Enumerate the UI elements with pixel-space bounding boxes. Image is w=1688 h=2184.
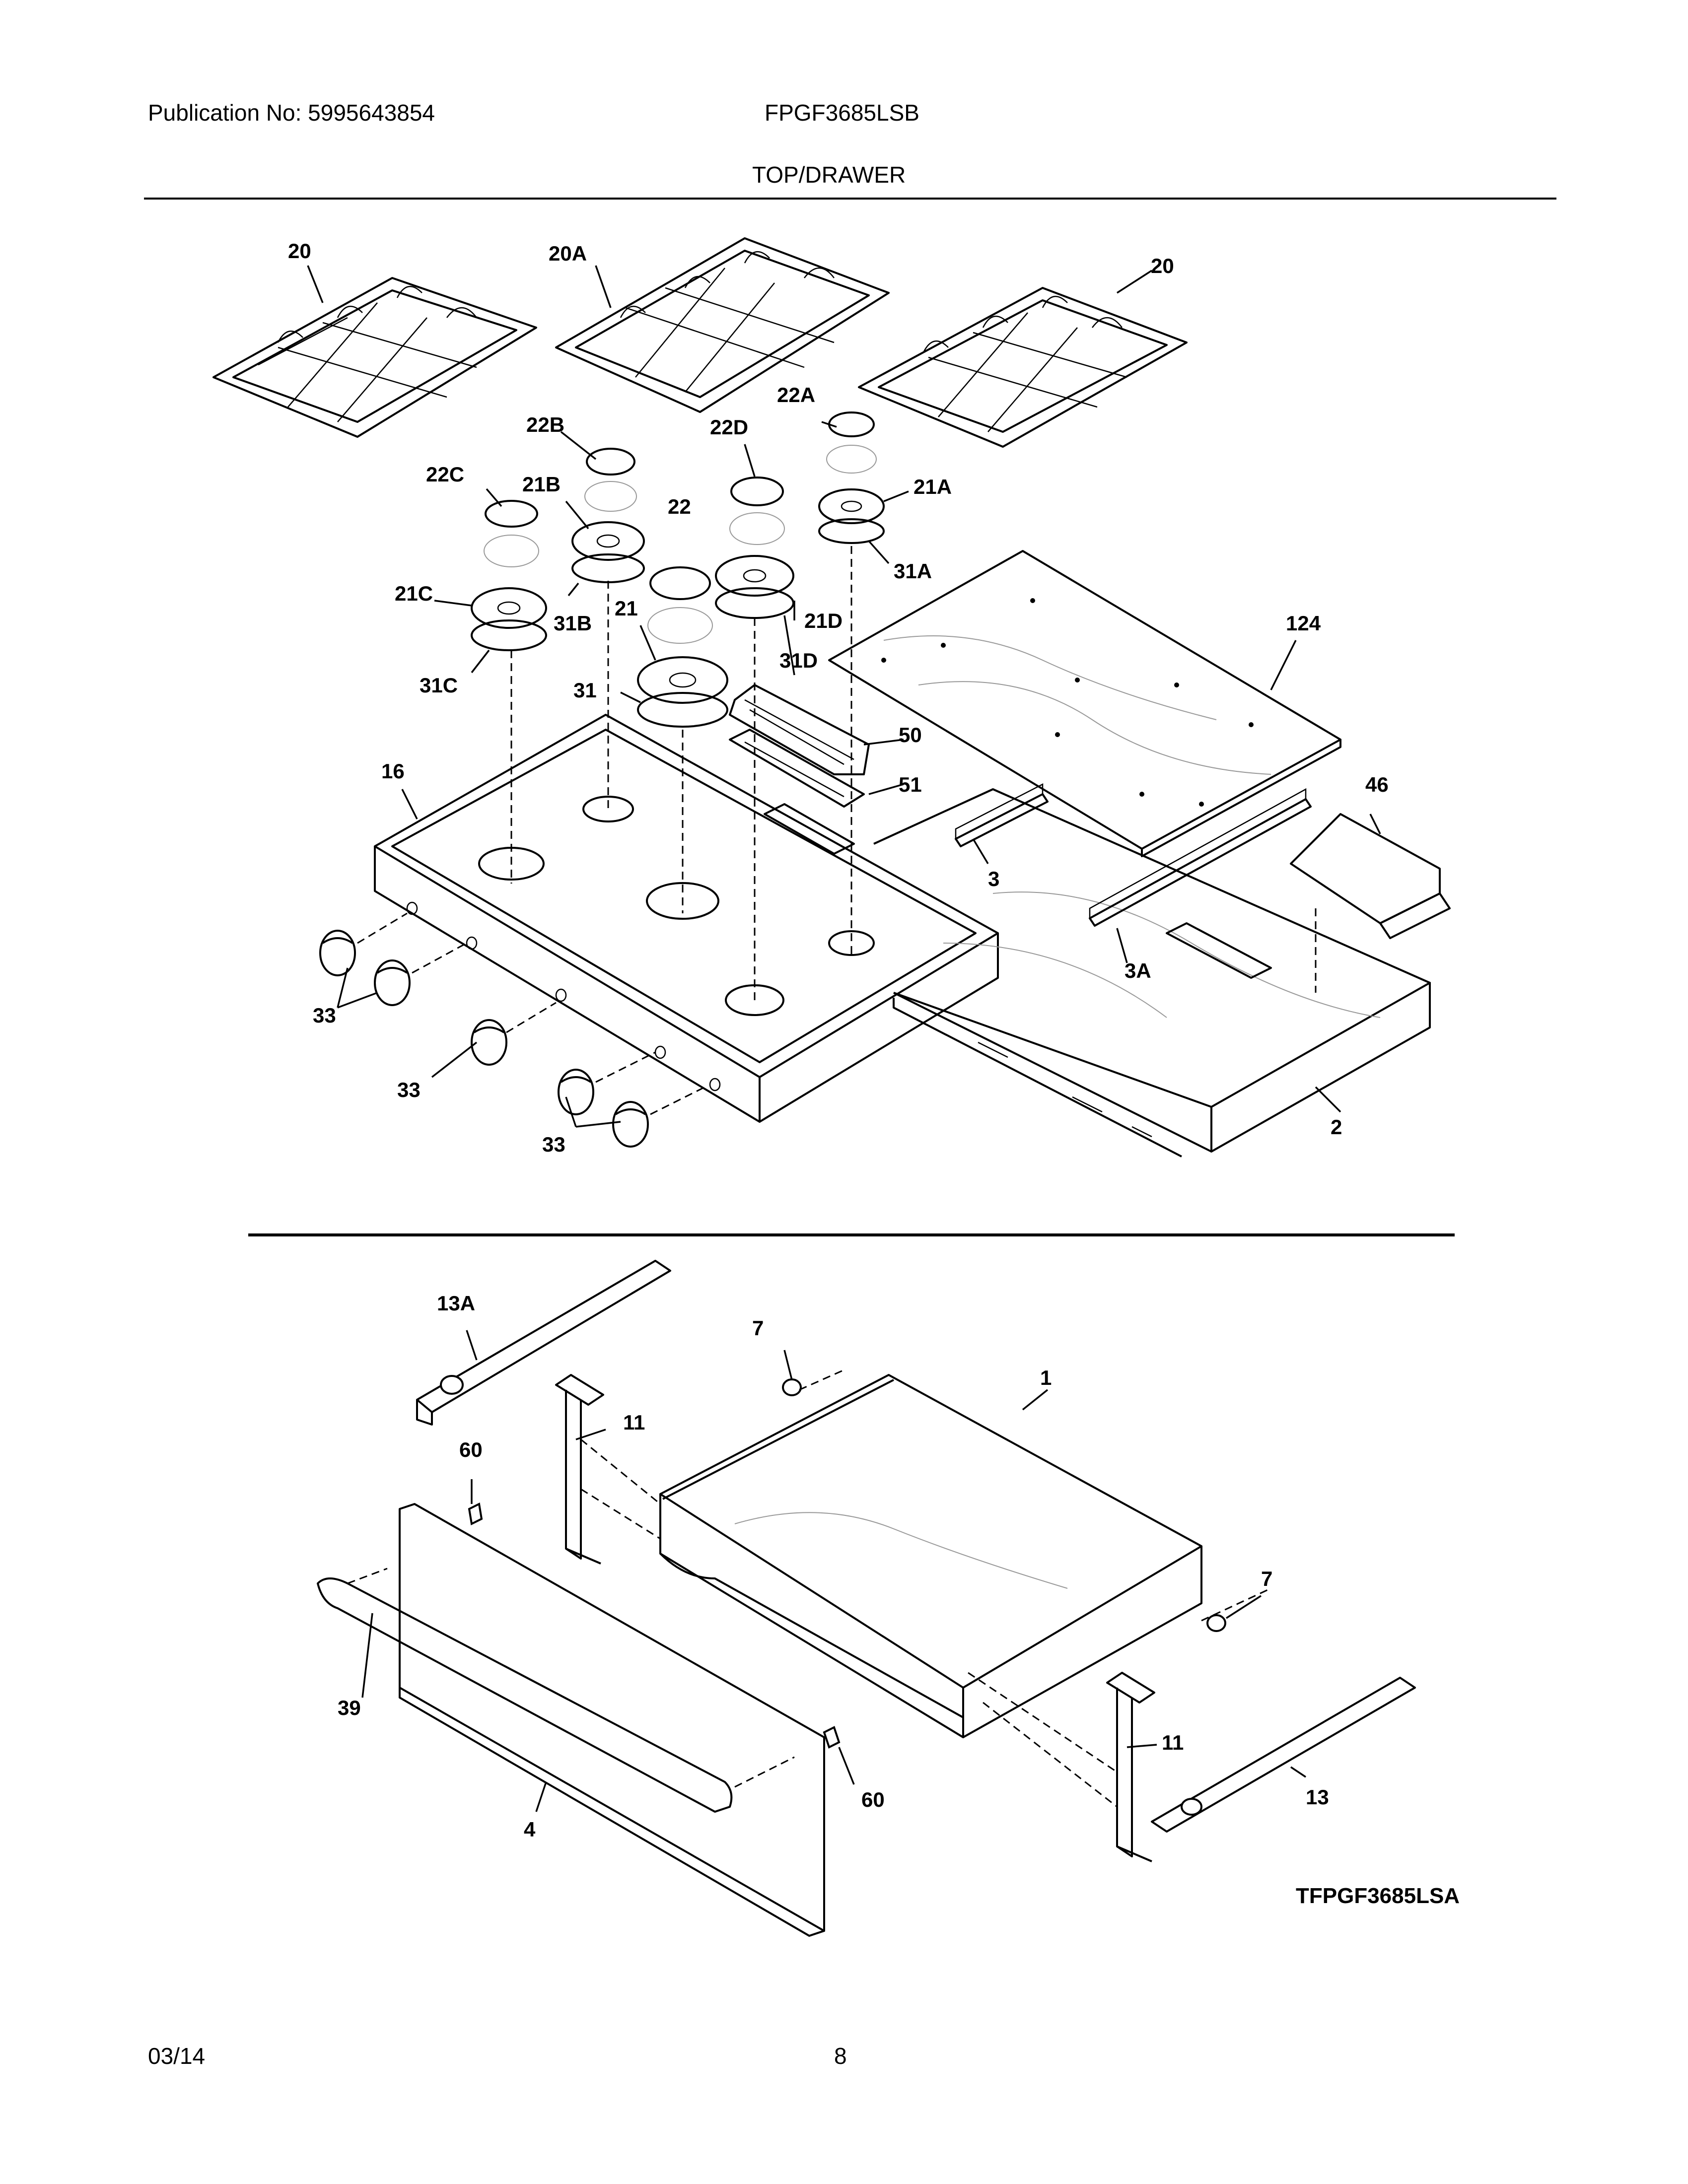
callout-4: 4 xyxy=(524,1818,536,1841)
callout-51: 51 xyxy=(899,773,922,796)
grate-center xyxy=(555,237,890,413)
callout-2: 2 xyxy=(1331,1115,1342,1139)
callout-31b: 31B xyxy=(554,612,592,635)
burner-22a-stack xyxy=(818,411,885,544)
callout-21a: 21A xyxy=(914,475,952,498)
bumper-7-left xyxy=(782,1378,802,1396)
callout-1: 1 xyxy=(1040,1366,1052,1389)
knob-3 xyxy=(471,1019,507,1066)
burner-22c-stack xyxy=(471,500,547,651)
knob-33-set xyxy=(319,930,649,1148)
knob-5 xyxy=(612,1101,649,1148)
bumper-7-right xyxy=(1206,1614,1226,1632)
callout-3a: 3A xyxy=(1125,959,1151,982)
callout-13a: 13A xyxy=(437,1292,475,1315)
callout-60-b: 60 xyxy=(861,1788,885,1811)
cover-46 xyxy=(1290,813,1451,939)
callout-31d: 31D xyxy=(779,649,818,672)
callout-20-left: 20 xyxy=(288,239,311,263)
grate-left xyxy=(212,277,537,438)
callout-22b: 22B xyxy=(526,413,564,436)
bracket-3 xyxy=(955,783,1049,847)
publication-number: Publication No: 5995643854 xyxy=(148,100,435,126)
callout-21d: 21D xyxy=(804,609,843,632)
callout-22c: 22C xyxy=(426,463,464,486)
footer-page-number: 8 xyxy=(834,2043,847,2069)
callout-3: 3 xyxy=(988,867,999,890)
callout-21c: 21C xyxy=(395,582,433,605)
burner-22d-stack xyxy=(715,477,794,619)
callout-13: 13 xyxy=(1306,1785,1329,1809)
burner-box-2 xyxy=(873,788,1431,1158)
footer-date: 03/14 xyxy=(148,2043,206,2069)
rail-13 xyxy=(1151,1677,1416,1833)
callout-22a: 22A xyxy=(777,383,815,407)
trim-50 xyxy=(729,684,870,775)
bracket-11-right xyxy=(1106,1672,1155,1862)
header-rule xyxy=(144,198,1556,200)
callout-124: 124 xyxy=(1286,612,1321,635)
callout-22d: 22D xyxy=(710,415,748,439)
model-number: FPGF3685LSB xyxy=(765,100,919,126)
panel-124 xyxy=(828,550,1341,857)
callout-20-right: 20 xyxy=(1151,254,1174,277)
callout-50: 50 xyxy=(899,723,922,747)
bracket-3a xyxy=(1089,788,1312,927)
bracket-11-left xyxy=(555,1374,604,1565)
section-title: TOP/DRAWER xyxy=(752,162,906,188)
callout-11-b: 11 xyxy=(1162,1731,1184,1754)
callout-7-a: 7 xyxy=(752,1316,764,1340)
diagram-code: TFPGF3685LSA xyxy=(1296,1884,1460,1908)
section-divider xyxy=(248,1233,1455,1236)
callout-16: 16 xyxy=(381,759,405,783)
callout-60-a: 60 xyxy=(459,1438,483,1461)
screw-60-right xyxy=(823,1726,841,1749)
callout-11-a: 11 xyxy=(623,1411,645,1434)
drawer-1 xyxy=(659,1374,1202,1738)
callout-46: 46 xyxy=(1365,773,1389,796)
callout-21: 21 xyxy=(615,597,638,620)
callout-20a: 20A xyxy=(549,242,587,265)
grate-right xyxy=(858,287,1188,448)
callout-22: 22 xyxy=(668,495,691,518)
callout-33-a: 33 xyxy=(313,1004,336,1027)
knob-4 xyxy=(558,1069,594,1115)
callout-21b: 21B xyxy=(522,473,561,496)
screw-60-left xyxy=(468,1502,483,1525)
callout-31a: 31A xyxy=(894,559,932,583)
callout-7-b: 7 xyxy=(1261,1567,1272,1590)
callout-31c: 31C xyxy=(420,674,458,697)
knob-2 xyxy=(374,959,411,1006)
callout-33-c: 33 xyxy=(542,1133,565,1156)
burner-22-stack xyxy=(637,566,728,728)
gasket-51 xyxy=(729,729,865,808)
drawer-front-4 xyxy=(399,1503,825,1937)
callout-31: 31 xyxy=(573,679,597,702)
handle-39 xyxy=(317,1577,733,1813)
cooktop-16 xyxy=(374,714,999,1123)
rail-13a xyxy=(416,1260,671,1426)
callout-33-b: 33 xyxy=(397,1078,421,1101)
burner-22b-stack xyxy=(571,448,645,583)
callout-39: 39 xyxy=(338,1696,361,1719)
knob-1 xyxy=(319,930,356,976)
